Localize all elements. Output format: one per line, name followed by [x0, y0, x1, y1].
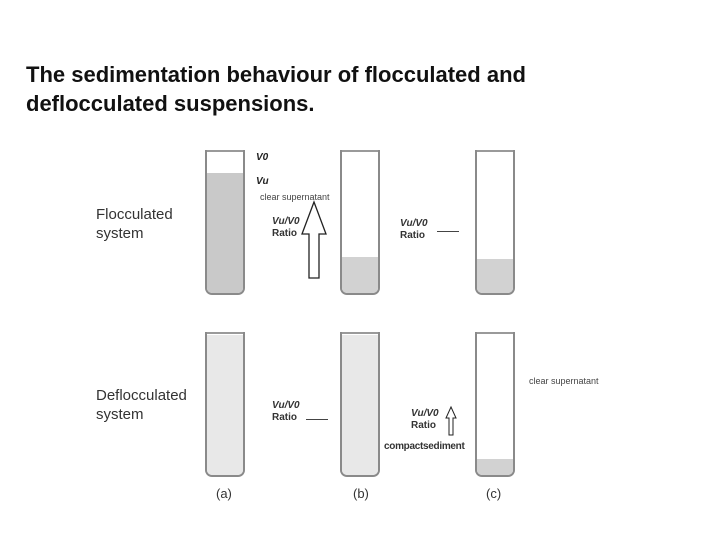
suspension-fill: [342, 335, 378, 475]
ratio-formula: Vu/V0: [400, 218, 428, 229]
tube-deflocculated-a: [205, 332, 245, 477]
v0-label: V0: [256, 152, 269, 163]
caption-c: (c): [486, 486, 502, 501]
tube-deflocculated-b: [340, 332, 380, 477]
ratio-label-top-c: Vu/V0 Ratio: [400, 218, 428, 242]
tube-deflocculated-c: [475, 332, 515, 477]
sediment-fill: [342, 257, 378, 293]
compact-sediment-label: compactsediment: [384, 441, 465, 452]
deflocculated-label-line-1: Deflocculated: [96, 387, 187, 404]
ratio-word: Ratio: [411, 420, 436, 431]
compact-sediment-fill: [477, 459, 513, 475]
title-line-2: deflocculated suspensions.: [26, 91, 315, 116]
suspension-fill: [207, 173, 243, 293]
small-up-arrow-icon: [445, 405, 457, 436]
flocculated-system-label: Flocculated system: [96, 205, 173, 243]
ratio-word: Ratio: [400, 230, 425, 241]
ratio-formula: Vu/V0: [411, 408, 439, 419]
title-line-1: The sedimentation behaviour of flocculat…: [26, 62, 526, 87]
clear-supernatant-label-top: clear supernatant: [260, 192, 330, 202]
ratio-label-bottom-c: Vu/V0 Ratio: [411, 408, 439, 432]
ratio-word: Ratio: [272, 228, 297, 239]
ratio-formula: Vu/V0: [272, 400, 300, 411]
up-arrow-icon: [301, 200, 327, 279]
ratio-formula: Vu/V0: [272, 216, 300, 227]
tube-flocculated-a: [205, 150, 245, 295]
vu-label: Vu: [256, 176, 269, 187]
ratio-label-top-a: Vu/V0 Ratio: [272, 216, 300, 240]
ratio-word: Ratio: [272, 412, 297, 423]
dash-marker: [306, 419, 328, 420]
deflocculated-label-line-2: system: [96, 406, 144, 423]
caption-b: (b): [353, 486, 369, 501]
flocculated-label-line-2: system: [96, 225, 144, 242]
dash-marker: [437, 231, 459, 232]
ratio-label-bottom-a: Vu/V0 Ratio: [272, 400, 300, 424]
tube-flocculated-c: [475, 150, 515, 295]
caption-a: (a): [216, 486, 232, 501]
clear-supernatant-label-bottom: clear supernatant: [529, 376, 599, 386]
flocculated-label-line-1: Flocculated: [96, 206, 173, 223]
deflocculated-system-label: Deflocculated system: [96, 386, 187, 424]
tube-flocculated-b: [340, 150, 380, 295]
sediment-fill: [477, 259, 513, 293]
page-title: The sedimentation behaviour of flocculat…: [26, 60, 666, 118]
suspension-fill: [207, 335, 243, 475]
